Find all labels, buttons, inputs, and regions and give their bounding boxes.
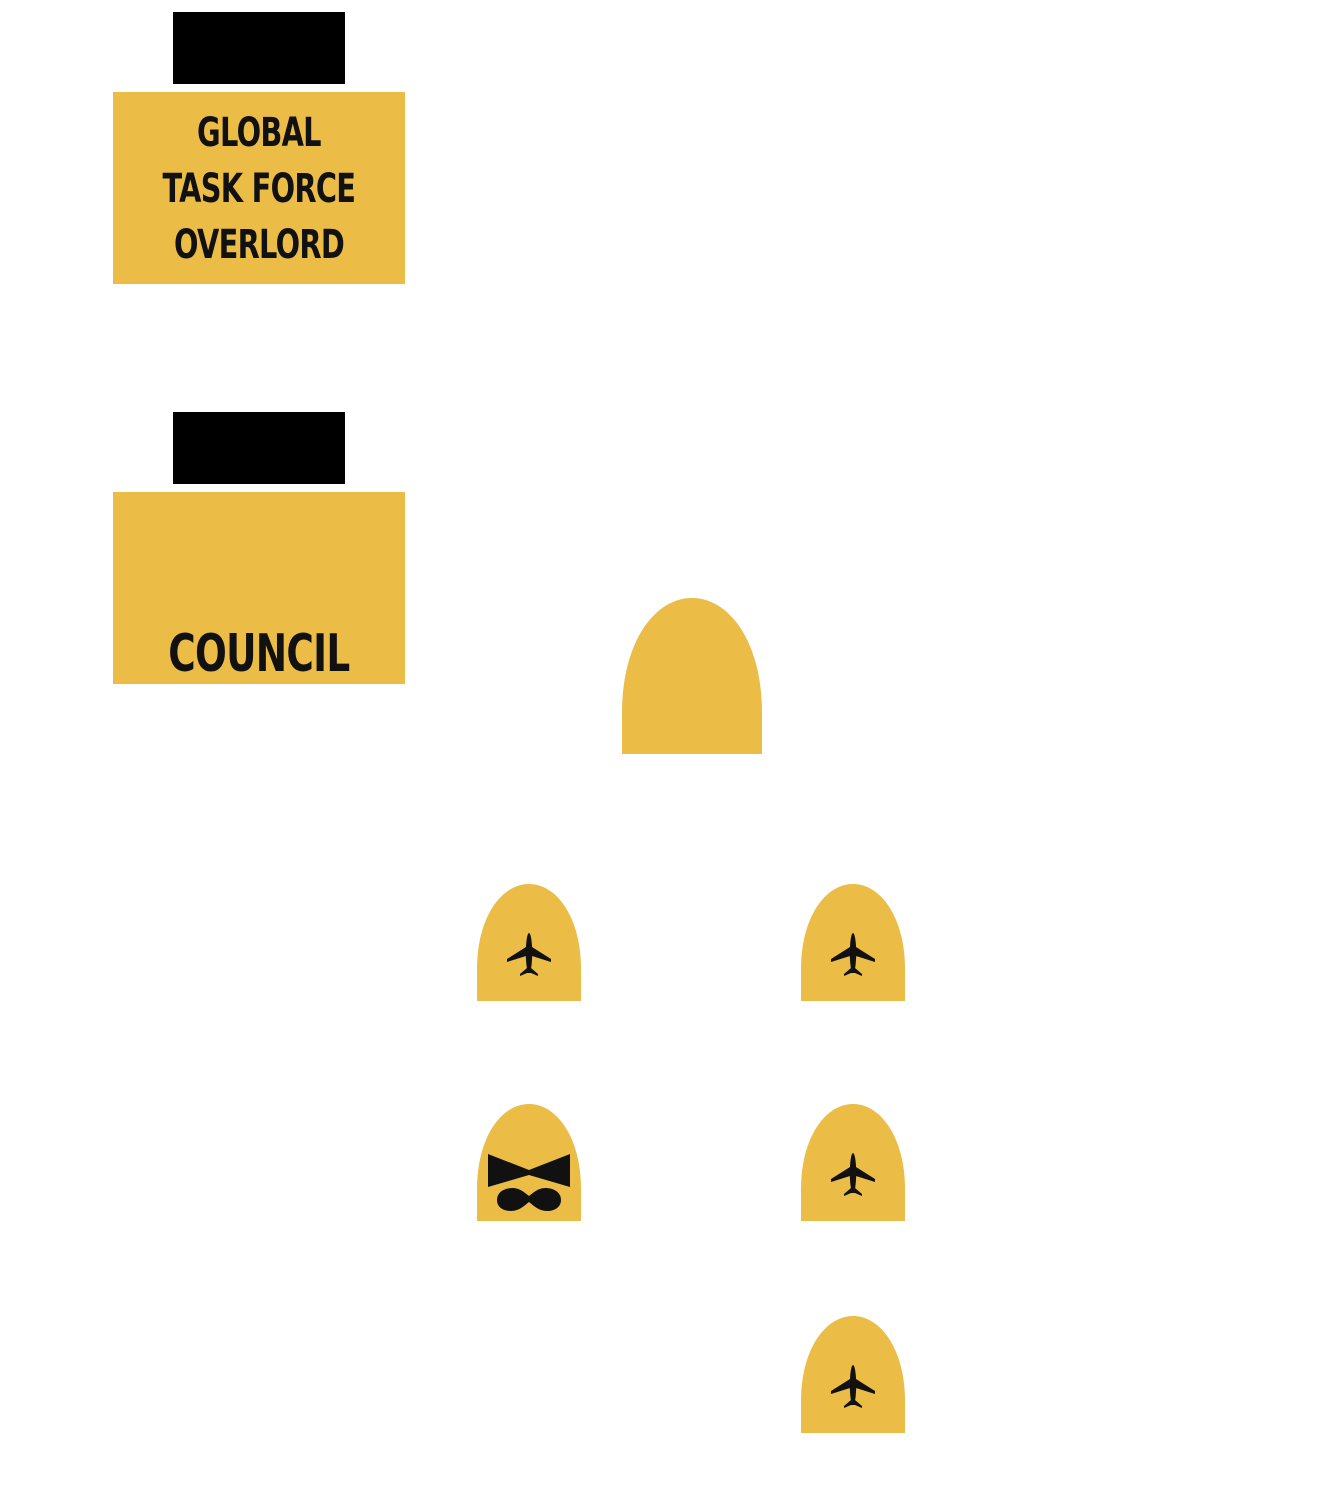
command-unit-dome xyxy=(622,598,762,754)
airplane-icon xyxy=(831,933,875,976)
air-unit-3 xyxy=(801,1104,905,1221)
air-unit-2 xyxy=(801,884,905,1001)
airplane-icon xyxy=(831,1153,875,1196)
council-header-bar xyxy=(173,412,345,484)
council-card: COUNCIL xyxy=(113,492,405,684)
task-force-line-3: OVERLORD xyxy=(174,222,345,268)
task-force-line-1: GLOBAL xyxy=(197,110,321,156)
air-unit-1 xyxy=(477,884,581,1001)
special-unit xyxy=(477,1104,581,1221)
air-unit-4 xyxy=(801,1316,905,1433)
task-force-line-2: TASK FORCE xyxy=(162,166,356,212)
task-force-header-bar xyxy=(173,12,345,84)
bowtie-icon xyxy=(488,1154,570,1211)
council-label: COUNCIL xyxy=(168,624,350,684)
task-force-card: GLOBAL TASK FORCE OVERLORD xyxy=(113,92,405,284)
airplane-icon xyxy=(831,1365,875,1408)
airplane-icon xyxy=(507,933,551,976)
